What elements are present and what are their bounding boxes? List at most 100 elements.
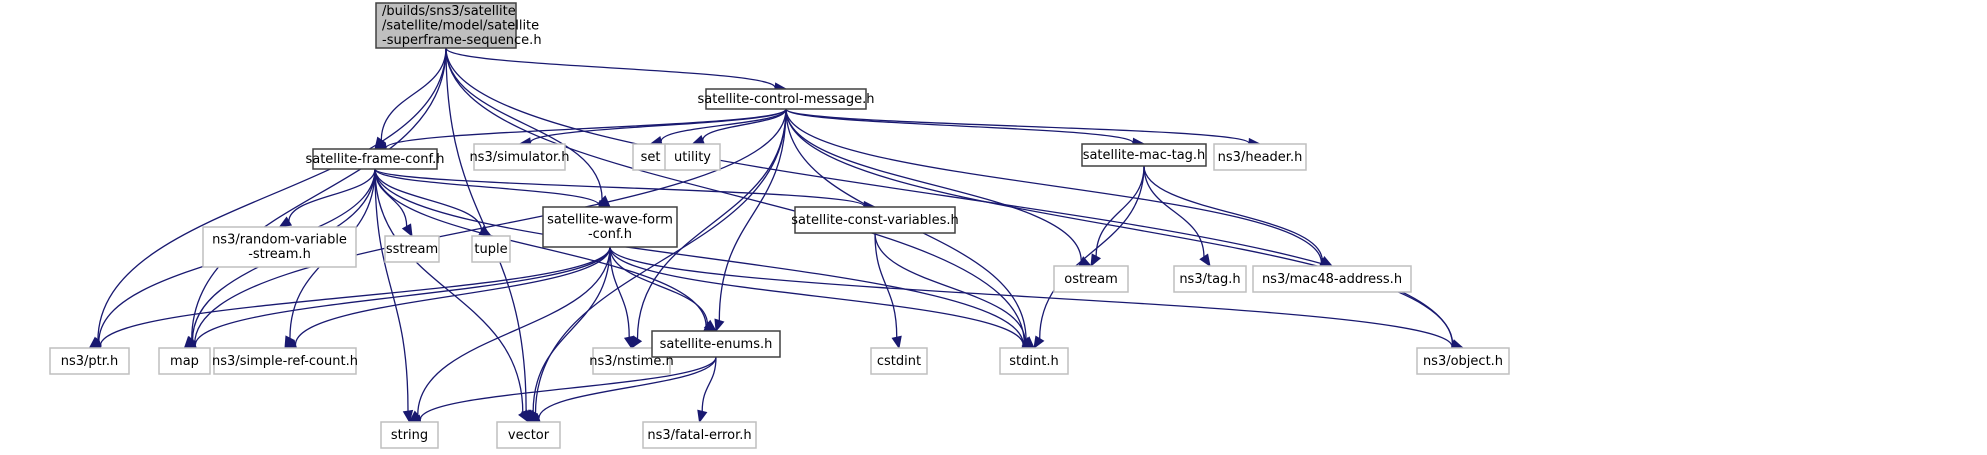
node-box-fatal-error <box>642 421 757 449</box>
node-box-frame-conf[interactable] <box>312 148 438 170</box>
edge-frame-conf-to-enums <box>374 168 707 327</box>
edge-wave-form-conf-to-object <box>609 246 1453 347</box>
edge-enums-to-string <box>419 356 717 420</box>
edge-frame-conf-to-wave-form-conf <box>374 168 600 206</box>
node-label-simulator: ns3/simulator.h <box>469 150 569 165</box>
node-sstream: sstream <box>384 235 440 263</box>
node-label-enums: satellite-enums.h <box>660 337 773 352</box>
node-label-map: map <box>170 354 199 369</box>
node-box-enums[interactable] <box>651 330 781 358</box>
edge-mac-tag-to-ostream <box>1095 165 1145 257</box>
node-box-sstream <box>384 235 440 263</box>
node-label-set: set <box>641 150 661 165</box>
edge-wave-form-conf-to-vector <box>532 246 611 413</box>
nodes-layer: /builds/sns3/satellite/satellite/model/s… <box>49 2 1510 449</box>
node-box-string <box>380 421 439 449</box>
node-map: map <box>158 347 211 375</box>
edge-wave-form-conf-to-enums <box>609 246 709 325</box>
node-label-control-message: satellite-control-message.h <box>697 92 874 107</box>
node-label-frame-conf: satellite-frame-conf.h <box>305 152 444 167</box>
edge-frame-conf-to-random-variable <box>288 168 376 222</box>
node-wave-form-conf[interactable]: satellite-wave-form-conf.h <box>542 206 678 248</box>
node-label-mac-tag: satellite-mac-tag.h <box>1083 148 1206 163</box>
node-label-vector: vector <box>508 428 550 443</box>
edge-wave-form-conf-to-stdint <box>609 246 1024 346</box>
edge-mac-tag-to-mac48 <box>1143 165 1323 261</box>
node-tag: ns3/tag.h <box>1173 265 1247 293</box>
edge-control-message-to-map <box>194 108 787 344</box>
node-label-stdint: stdint.h <box>1009 354 1058 369</box>
edge-root-to-ptr <box>97 47 447 341</box>
node-ptr: ns3/ptr.h <box>49 347 130 375</box>
node-mac-tag[interactable]: satellite-mac-tag.h <box>1081 143 1207 167</box>
node-box-map <box>158 347 211 375</box>
node-label-root: -superframe-sequence.h <box>382 33 542 48</box>
node-box-mac-tag[interactable] <box>1081 143 1207 167</box>
node-box-root[interactable] <box>375 2 517 49</box>
edge-control-message-to-set <box>660 108 787 142</box>
arrowhead-frame-conf-to-random-variable <box>278 216 293 228</box>
edge-mac-tag-to-tag <box>1143 165 1205 257</box>
node-ostream: ostream <box>1053 265 1129 293</box>
node-utility: utility <box>664 143 721 171</box>
node-label-simple-ref-count: ns3/simple-ref-count.h <box>212 354 358 369</box>
node-box-ptr <box>49 347 130 375</box>
node-fatal-error: ns3/fatal-error.h <box>642 421 757 449</box>
node-box-tuple <box>471 235 511 263</box>
node-box-control-message[interactable] <box>705 88 867 110</box>
edge-root-to-frame-conf <box>380 47 447 141</box>
node-frame-conf[interactable]: satellite-frame-conf.h <box>305 148 445 170</box>
edge-wave-form-conf-to-string <box>417 246 611 415</box>
arrowhead-mac-tag-to-ostream <box>1090 253 1102 268</box>
node-label-ptr: ns3/ptr.h <box>61 354 119 369</box>
node-root[interactable]: /builds/sns3/satellite/satellite/model/s… <box>375 2 542 49</box>
arrowhead-frame-conf-to-vector <box>518 409 530 424</box>
node-box-simple-ref-count <box>213 347 357 375</box>
node-object: ns3/object.h <box>1416 347 1510 375</box>
node-label-mac48: ns3/mac48-address.h <box>1262 272 1402 287</box>
edge-const-variables-to-cstdint <box>874 232 898 338</box>
node-header: ns3/header.h <box>1213 143 1307 171</box>
node-box-mac48 <box>1252 265 1412 293</box>
edge-control-message-to-ostream <box>785 108 1082 261</box>
node-label-sstream: sstream <box>386 242 438 257</box>
edge-frame-conf-to-stdint <box>374 168 1025 346</box>
node-vector: vector <box>496 421 561 449</box>
node-label-tag: ns3/tag.h <box>1179 272 1240 287</box>
edge-root-to-wave-form-conf <box>445 47 603 200</box>
node-label-cstdint: cstdint <box>877 354 921 369</box>
node-tuple: tuple <box>471 235 511 263</box>
arrowhead-wave-form-conf-to-nstime <box>623 335 635 350</box>
arrowhead-frame-conf-to-sstream <box>401 223 413 238</box>
edge-frame-conf-to-string <box>374 168 409 412</box>
edge-control-message-to-utility <box>702 108 787 141</box>
arrowhead-const-variables-to-stdint <box>1021 337 1036 349</box>
node-label-wave-form-conf: -conf.h <box>588 227 632 242</box>
node-string: string <box>380 421 439 449</box>
node-const-variables[interactable]: satellite-const-variables.h <box>791 206 959 234</box>
arrowhead-enums-to-fatal-error <box>697 409 708 424</box>
arrowhead-control-message-to-enums <box>714 318 725 333</box>
node-label-string: string <box>391 428 428 443</box>
node-box-ostream <box>1053 265 1129 293</box>
node-cstdint: cstdint <box>870 347 928 375</box>
node-box-const-variables[interactable] <box>794 206 956 234</box>
node-label-header: ns3/header.h <box>1218 150 1303 165</box>
node-box-stdint <box>999 347 1069 375</box>
node-box-header <box>1213 143 1307 171</box>
edge-root-to-map <box>191 47 447 340</box>
node-box-wave-form-conf[interactable] <box>542 206 678 248</box>
node-box-random-variable <box>202 226 357 268</box>
edge-control-message-to-header <box>785 108 1250 144</box>
node-label-random-variable: ns3/random-variable <box>212 233 347 248</box>
arrowhead-mac-tag-to-stdint <box>1033 335 1045 350</box>
node-box-utility <box>664 143 721 171</box>
edge-wave-form-conf-to-ptr <box>99 246 611 347</box>
node-enums[interactable]: satellite-enums.h <box>651 330 781 358</box>
edge-control-message-to-enums <box>718 108 787 321</box>
node-control-message[interactable]: satellite-control-message.h <box>697 88 875 110</box>
node-label-root: /satellite/model/satellite <box>382 18 539 33</box>
edge-wave-form-conf-to-nstime <box>609 246 630 338</box>
node-label-object: ns3/object.h <box>1423 354 1503 369</box>
